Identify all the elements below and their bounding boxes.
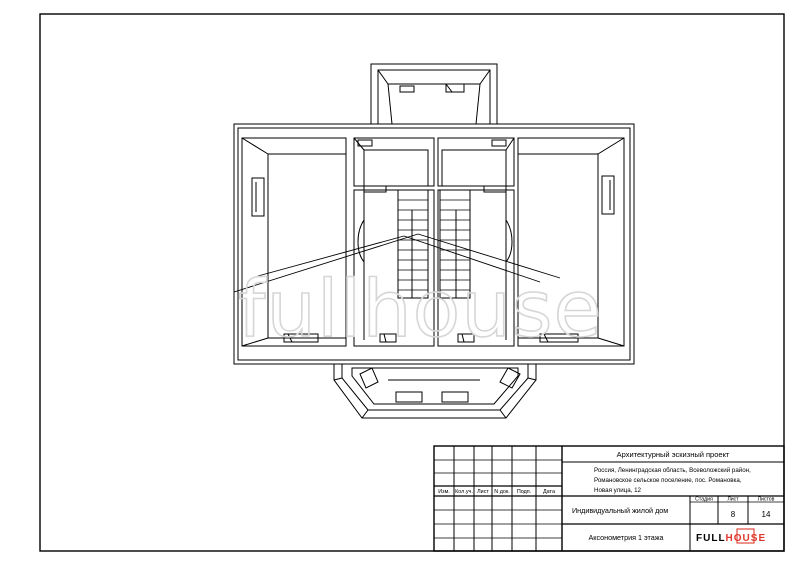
staircase: [397, 189, 471, 299]
address-line-2: Романовское сельское поселение, пос. Ром…: [594, 477, 742, 484]
room-centre-right: [437, 137, 515, 347]
svg-text:FULLHOUSE: FULLHOUSE: [696, 533, 766, 544]
rev-header-list: Лист: [477, 489, 489, 495]
fullhouse-logo: FULLHOUSE: [696, 528, 766, 544]
title-block: [433, 445, 785, 552]
object-name: Индивидуальный жилой дом: [572, 506, 668, 515]
room-right: [517, 137, 625, 347]
logo-part-house: HOUSE: [726, 533, 767, 544]
rev-header-izm: Изм.: [438, 489, 450, 495]
top-vestibule: [370, 63, 498, 125]
sheets-total: 14: [762, 510, 771, 519]
title-block-text: Архитектурный эскизный проект Россия, Ле…: [438, 450, 774, 544]
bay-window: [333, 363, 537, 419]
section-lines: [233, 233, 561, 293]
room-centre-left: [353, 137, 435, 347]
sheets-label: Листов: [758, 497, 775, 503]
room-left: [241, 137, 347, 347]
sheet-label: Лист: [727, 497, 739, 503]
sheet-title: Аксонометрия 1 этажа: [588, 533, 663, 542]
project-type: Архитектурный эскизный проект: [617, 450, 730, 459]
address-line-3: Новая улица, 12: [594, 487, 642, 494]
sheet-frame: [39, 13, 785, 552]
address-line-1: Россия, Ленинградская область, Всеволожс…: [594, 467, 751, 474]
rev-header-kol-uch: Кол.уч.: [455, 489, 473, 495]
sheet-number: 8: [731, 510, 736, 519]
rev-header-n-dok: N док.: [494, 489, 509, 495]
stage-label: Стадия: [695, 497, 713, 503]
floor-plan: [233, 63, 635, 419]
rev-header-data: Дата: [543, 489, 555, 495]
rev-header-podp: Подп.: [517, 489, 531, 495]
fullhouse-watermark: fullhouse: [238, 265, 602, 355]
logo-part-full: FULL: [696, 533, 726, 544]
logo-house-frame: [736, 528, 755, 544]
